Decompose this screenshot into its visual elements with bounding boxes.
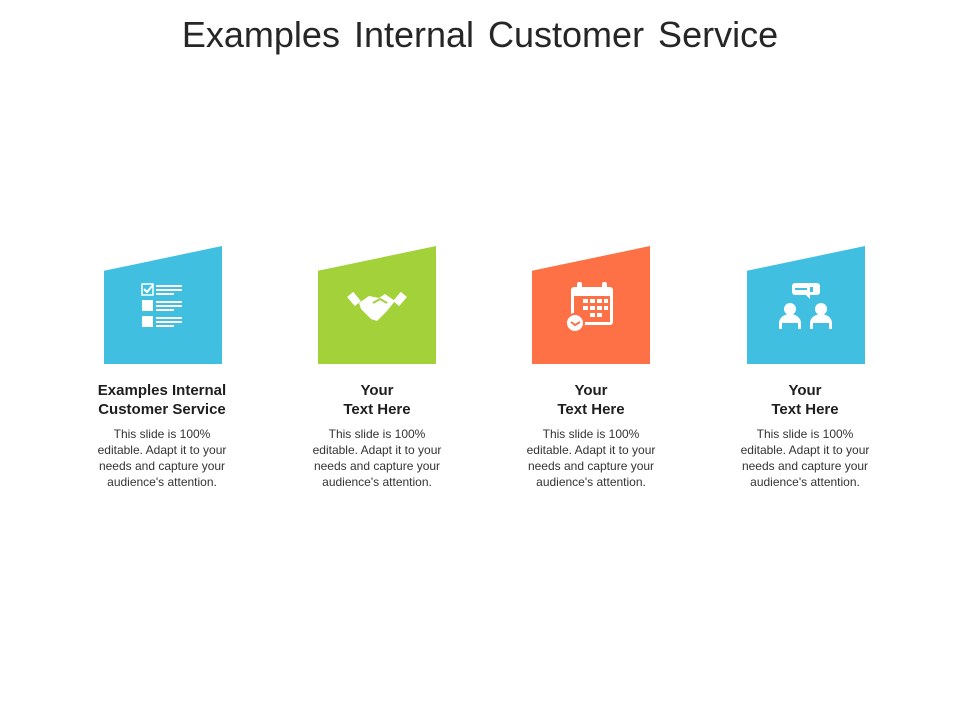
card-2-shape bbox=[318, 246, 436, 364]
item-body: This slide is 100% editable. Adapt it to… bbox=[526, 427, 656, 489]
conversation-icon bbox=[779, 283, 832, 329]
heading-line: Text Here bbox=[557, 401, 625, 418]
item-body: This slide is 100% editable. Adapt it to… bbox=[312, 427, 442, 489]
card-3-shape bbox=[532, 246, 650, 364]
card-1-shape bbox=[104, 246, 222, 364]
checklist-icon bbox=[141, 283, 182, 327]
heading-line: Your bbox=[574, 382, 608, 399]
calendar-icon bbox=[565, 282, 613, 333]
heading-line: Customer Service bbox=[98, 401, 226, 418]
heading-line: Your bbox=[360, 382, 394, 399]
slide-title: Examples Internal Customer Service bbox=[181, 14, 779, 55]
item-body: This slide is 100% editable. Adapt it to… bbox=[740, 427, 870, 489]
heading-line: Your bbox=[788, 382, 822, 399]
heading-line: Text Here bbox=[343, 401, 411, 418]
heading-line: Examples Internal bbox=[97, 382, 227, 399]
heading-line: Text Here bbox=[771, 401, 839, 418]
handshake-icon bbox=[347, 291, 407, 321]
card-4-shape bbox=[747, 246, 865, 364]
item-body: This slide is 100% editable. Adapt it to… bbox=[97, 427, 227, 489]
